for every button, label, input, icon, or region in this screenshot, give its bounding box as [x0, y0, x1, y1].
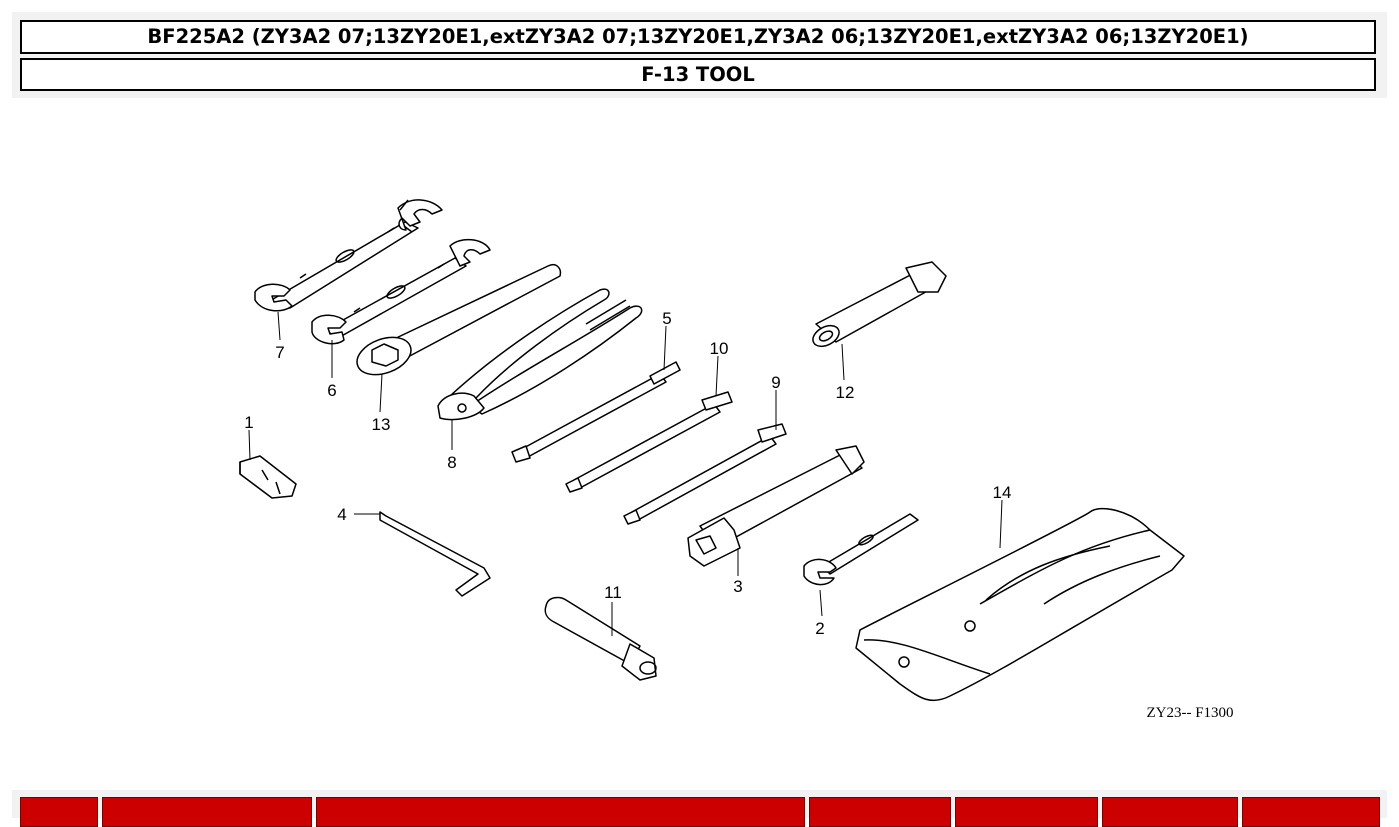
- callout-5: 5: [662, 309, 671, 328]
- part-10-screwdriver: [565, 391, 733, 493]
- callout-12: 12: [836, 383, 855, 402]
- part-6-wrench: [311, 238, 491, 345]
- part-3-box-wrench: [687, 445, 865, 567]
- callout-2: 2: [815, 619, 824, 638]
- table-header-cell: [955, 797, 1098, 827]
- callout-8: 8: [447, 453, 456, 472]
- callout-4: 4: [337, 505, 346, 524]
- diagram-code: ZY23-- F1300: [1146, 705, 1233, 721]
- table-header-cell: [316, 797, 805, 827]
- table-header-cell: [809, 797, 951, 827]
- model-title: BF225A2 (ZY3A2 07;13ZY20E1,extZY3A2 07;1…: [20, 20, 1376, 54]
- part-1-clip: [239, 455, 297, 499]
- callout-7: 7: [275, 343, 284, 362]
- callout-14: 14: [993, 483, 1012, 502]
- table-header-cell: [102, 797, 312, 827]
- part-12-socket-tube: [812, 261, 947, 348]
- callout-6: 6: [327, 381, 336, 400]
- callout-9: 9: [771, 373, 780, 392]
- part-8-pliers: [437, 288, 643, 421]
- callout-3: 3: [733, 577, 742, 596]
- leader-lines: [248, 311, 1003, 636]
- part-4-hex-key: [379, 511, 491, 597]
- part-14-tool-bag: [855, 507, 1185, 702]
- parts-table-header: [12, 790, 1387, 827]
- table-header-cell: [1242, 797, 1380, 827]
- part-13-ring-wrench: [356, 264, 562, 376]
- page-header: BF225A2 (ZY3A2 07;13ZY20E1,extZY3A2 07;1…: [12, 12, 1387, 98]
- part-2-small-wrench: [803, 513, 919, 586]
- section-title: F-13 TOOL: [20, 58, 1376, 91]
- table-header-cell: [20, 797, 98, 827]
- callout-13: 13: [372, 415, 391, 434]
- callout-11: 11: [604, 583, 622, 602]
- part-11-driver: [544, 596, 657, 681]
- part-7-wrench: [254, 199, 443, 312]
- part-9-screwdriver: [623, 423, 787, 525]
- part-5-screwdriver: [511, 361, 681, 463]
- table-header-cell: [1102, 797, 1238, 827]
- parts-diagram: 1 2 3 4 5 6 7 8 9 10 11 12 13 14 ZY23-- …: [239, 199, 1234, 721]
- callout-10: 10: [710, 339, 729, 358]
- callout-1: 1: [244, 413, 253, 432]
